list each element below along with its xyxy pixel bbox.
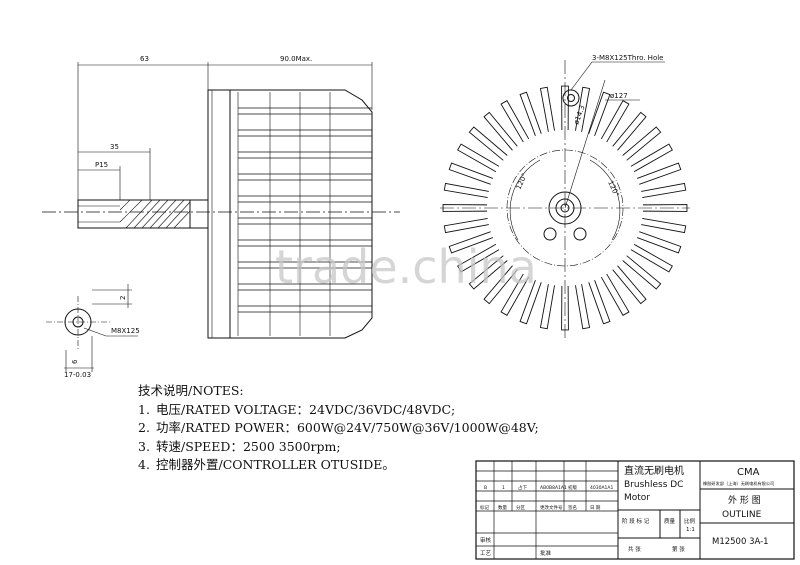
title-block-cell: 阶 段 标 记: [622, 517, 650, 525]
title-block-cell: 1:1: [686, 527, 695, 533]
note-text: 电压/RATED VOLTAGE：24VDC/36VDC/48VDC;: [156, 401, 456, 417]
title-block-cell: 批准: [540, 549, 552, 557]
note-text: 转速/SPEED：2500 3500rpm;: [156, 438, 341, 454]
fin: [443, 218, 489, 234]
dim-thread: M8X125: [111, 327, 140, 335]
note-item-3: 3. 转速/SPEED：2500 3500rpm;: [138, 438, 539, 457]
note-num: 1.: [138, 401, 150, 417]
fin: [448, 231, 493, 254]
dim-small: 2: [119, 296, 127, 300]
note-num: 3.: [138, 438, 150, 454]
tb-name-en2: Motor: [624, 493, 650, 503]
fin: [519, 91, 542, 136]
fin: [539, 284, 555, 330]
fin: [600, 273, 630, 316]
fin: [637, 162, 682, 185]
title-block-cell: 比例: [684, 517, 696, 525]
title-block-cell: 审核: [480, 536, 492, 544]
dim-angle-right: 120°: [606, 179, 620, 198]
watermark: trade.china: [275, 240, 537, 294]
tb-view-en: OUTLINE: [722, 510, 762, 520]
note-item-2: 2. 功率/RATED POWER：600W@24V/750W@36V/1000W…: [138, 419, 539, 438]
title-block-cell: B: [484, 485, 487, 491]
tb-name-cn: 直流无刷电机: [624, 464, 684, 477]
fin: [612, 111, 647, 151]
fin: [622, 126, 662, 161]
fin: [448, 162, 493, 185]
title-block-cell: 工艺: [480, 550, 492, 557]
dim-phi127: ø127: [610, 92, 628, 100]
fin: [500, 273, 530, 316]
note-num: 4.: [138, 457, 150, 472]
fin: [588, 91, 611, 136]
dim-35: 35: [110, 143, 119, 151]
title-block-cell: 占下: [518, 484, 527, 491]
title-block-cell: 签名: [568, 504, 577, 511]
fin: [575, 86, 591, 132]
fin: [637, 231, 682, 254]
note-item-4: 4. 控制器外置/CONTROLLER OTUSIDE。: [138, 456, 539, 475]
title-block-cell: 日 期: [590, 505, 601, 511]
fin: [457, 243, 500, 273]
title-block-cell: 初版: [568, 484, 577, 491]
fin: [641, 182, 687, 198]
title-block-cell: 共 张: [628, 545, 641, 553]
title-block-cell: 4030A1A1: [590, 485, 613, 491]
title-block-cell: 更改文件号: [540, 504, 563, 511]
dim-shaft-dia: 17-0.03: [64, 371, 91, 379]
fin: [588, 280, 611, 325]
fin: [468, 126, 508, 161]
fin: [457, 143, 500, 173]
fin: [468, 255, 508, 290]
fin: [539, 86, 555, 132]
tb-drawing-no: M12500 3A-1: [712, 537, 769, 547]
title-block-cell: 数量: [498, 504, 507, 511]
dim-shaft-length: 63: [140, 55, 149, 63]
fin: [519, 280, 542, 325]
note-text: 功率/RATED POWER：600W@24V/750W@36V/1000W@4…: [156, 420, 539, 435]
title-block-cell: 第 张: [672, 545, 685, 553]
note-text: 控制器外置/CONTROLLER OTUSIDE。: [156, 457, 395, 472]
title-block-cell: 1: [502, 485, 505, 491]
fin: [622, 255, 662, 290]
technical-notes: 技术说明/NOTES: 1. 电压/RATED VOLTAGE：24VDC/36V…: [138, 382, 539, 475]
title-block-cell: 分区: [516, 504, 525, 511]
fin: [443, 182, 489, 198]
tb-view-cn: 外 形 图: [728, 494, 761, 506]
tb-company-sub: 橡胶研发部（上海）无刷电机有限公司: [703, 480, 774, 487]
fin: [483, 111, 518, 151]
fin: [630, 143, 673, 173]
dim-body-length: 90.0Max.: [280, 55, 312, 63]
fin: [483, 265, 518, 305]
fin: [600, 100, 630, 143]
tb-name-en1: Brushless DC: [624, 480, 683, 490]
fin: [500, 100, 530, 143]
title-block-cell: 标记: [480, 504, 489, 511]
tb-company: CMA: [737, 467, 760, 478]
fin: [612, 265, 647, 305]
title-block-cell: 质量: [664, 517, 676, 525]
notes-heading: 技术说明/NOTES:: [138, 383, 244, 398]
fin: [630, 243, 673, 273]
dim-key-width: 6: [71, 359, 79, 364]
dim-p15: P15: [95, 161, 108, 169]
note-item-1: 1. 电压/RATED VOLTAGE：24VDC/36VDC/48VDC;: [138, 401, 539, 420]
dim-angle-left: 120°: [515, 172, 529, 191]
fin: [575, 284, 591, 330]
note-num: 2.: [138, 420, 150, 435]
fin: [641, 218, 687, 234]
dim-hole-note: 3-M8X125Thro. Hole: [592, 54, 663, 62]
title-block-cell: AB0B8A1A1: [540, 485, 567, 491]
